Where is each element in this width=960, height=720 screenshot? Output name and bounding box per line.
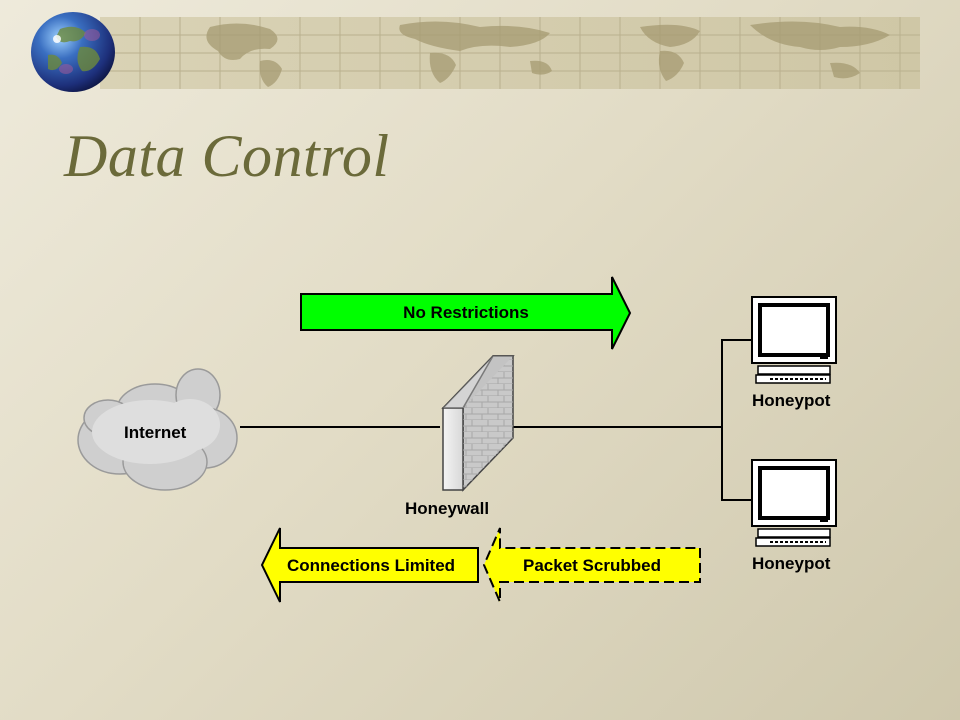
internet-label: Internet xyxy=(124,423,187,442)
world-map-banner xyxy=(100,17,920,89)
honeypot-bottom-label: Honeypot xyxy=(752,554,831,573)
internet-cloud-icon xyxy=(77,368,238,491)
globe-icon xyxy=(31,12,115,92)
no-restrictions-label: No Restrictions xyxy=(403,303,529,322)
honeywall-label: Honeywall xyxy=(405,499,489,518)
packet-scrubbed-arrow xyxy=(482,527,701,603)
honeypot-top-label: Honeypot xyxy=(752,391,831,410)
firewall-brick-icon xyxy=(441,355,515,492)
honeypot-computer-icon-top xyxy=(751,296,837,384)
network-lines xyxy=(240,339,752,501)
slide-title: Data Control xyxy=(64,123,390,189)
honeypot-computer-icon-bottom xyxy=(751,459,837,547)
no-restrictions-arrow xyxy=(300,276,632,350)
packet-scrubbed-label: Packet Scrubbed xyxy=(523,556,661,575)
connections-limited-label: Connections Limited xyxy=(287,556,455,575)
connections-limited-arrow xyxy=(260,527,479,603)
